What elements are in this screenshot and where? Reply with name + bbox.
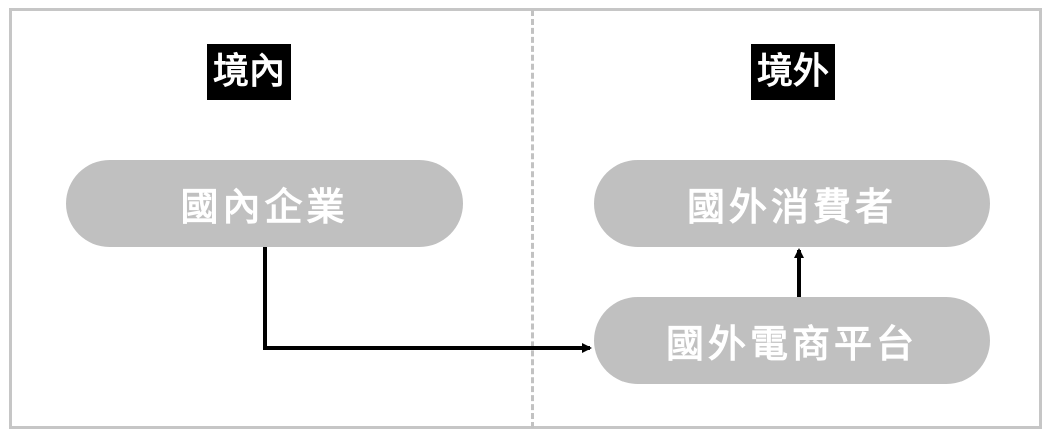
node-foreign-platform: 國外電商平台 (594, 297, 990, 384)
node-domestic-company-label: 國內企業 (180, 185, 349, 229)
region-divider (531, 10, 534, 428)
node-foreign-consumer-label: 國外消費者 (686, 185, 897, 229)
region-label-foreign: 境外 (751, 44, 835, 100)
region-label-domestic: 境內 (207, 44, 291, 100)
node-foreign-consumer: 國外消費者 (594, 160, 990, 247)
diagram-frame (9, 8, 1042, 429)
arrow-company-to-platform (263, 247, 592, 353)
node-domestic-company: 國內企業 (66, 160, 463, 247)
node-foreign-platform-label: 國外電商平台 (665, 322, 918, 366)
